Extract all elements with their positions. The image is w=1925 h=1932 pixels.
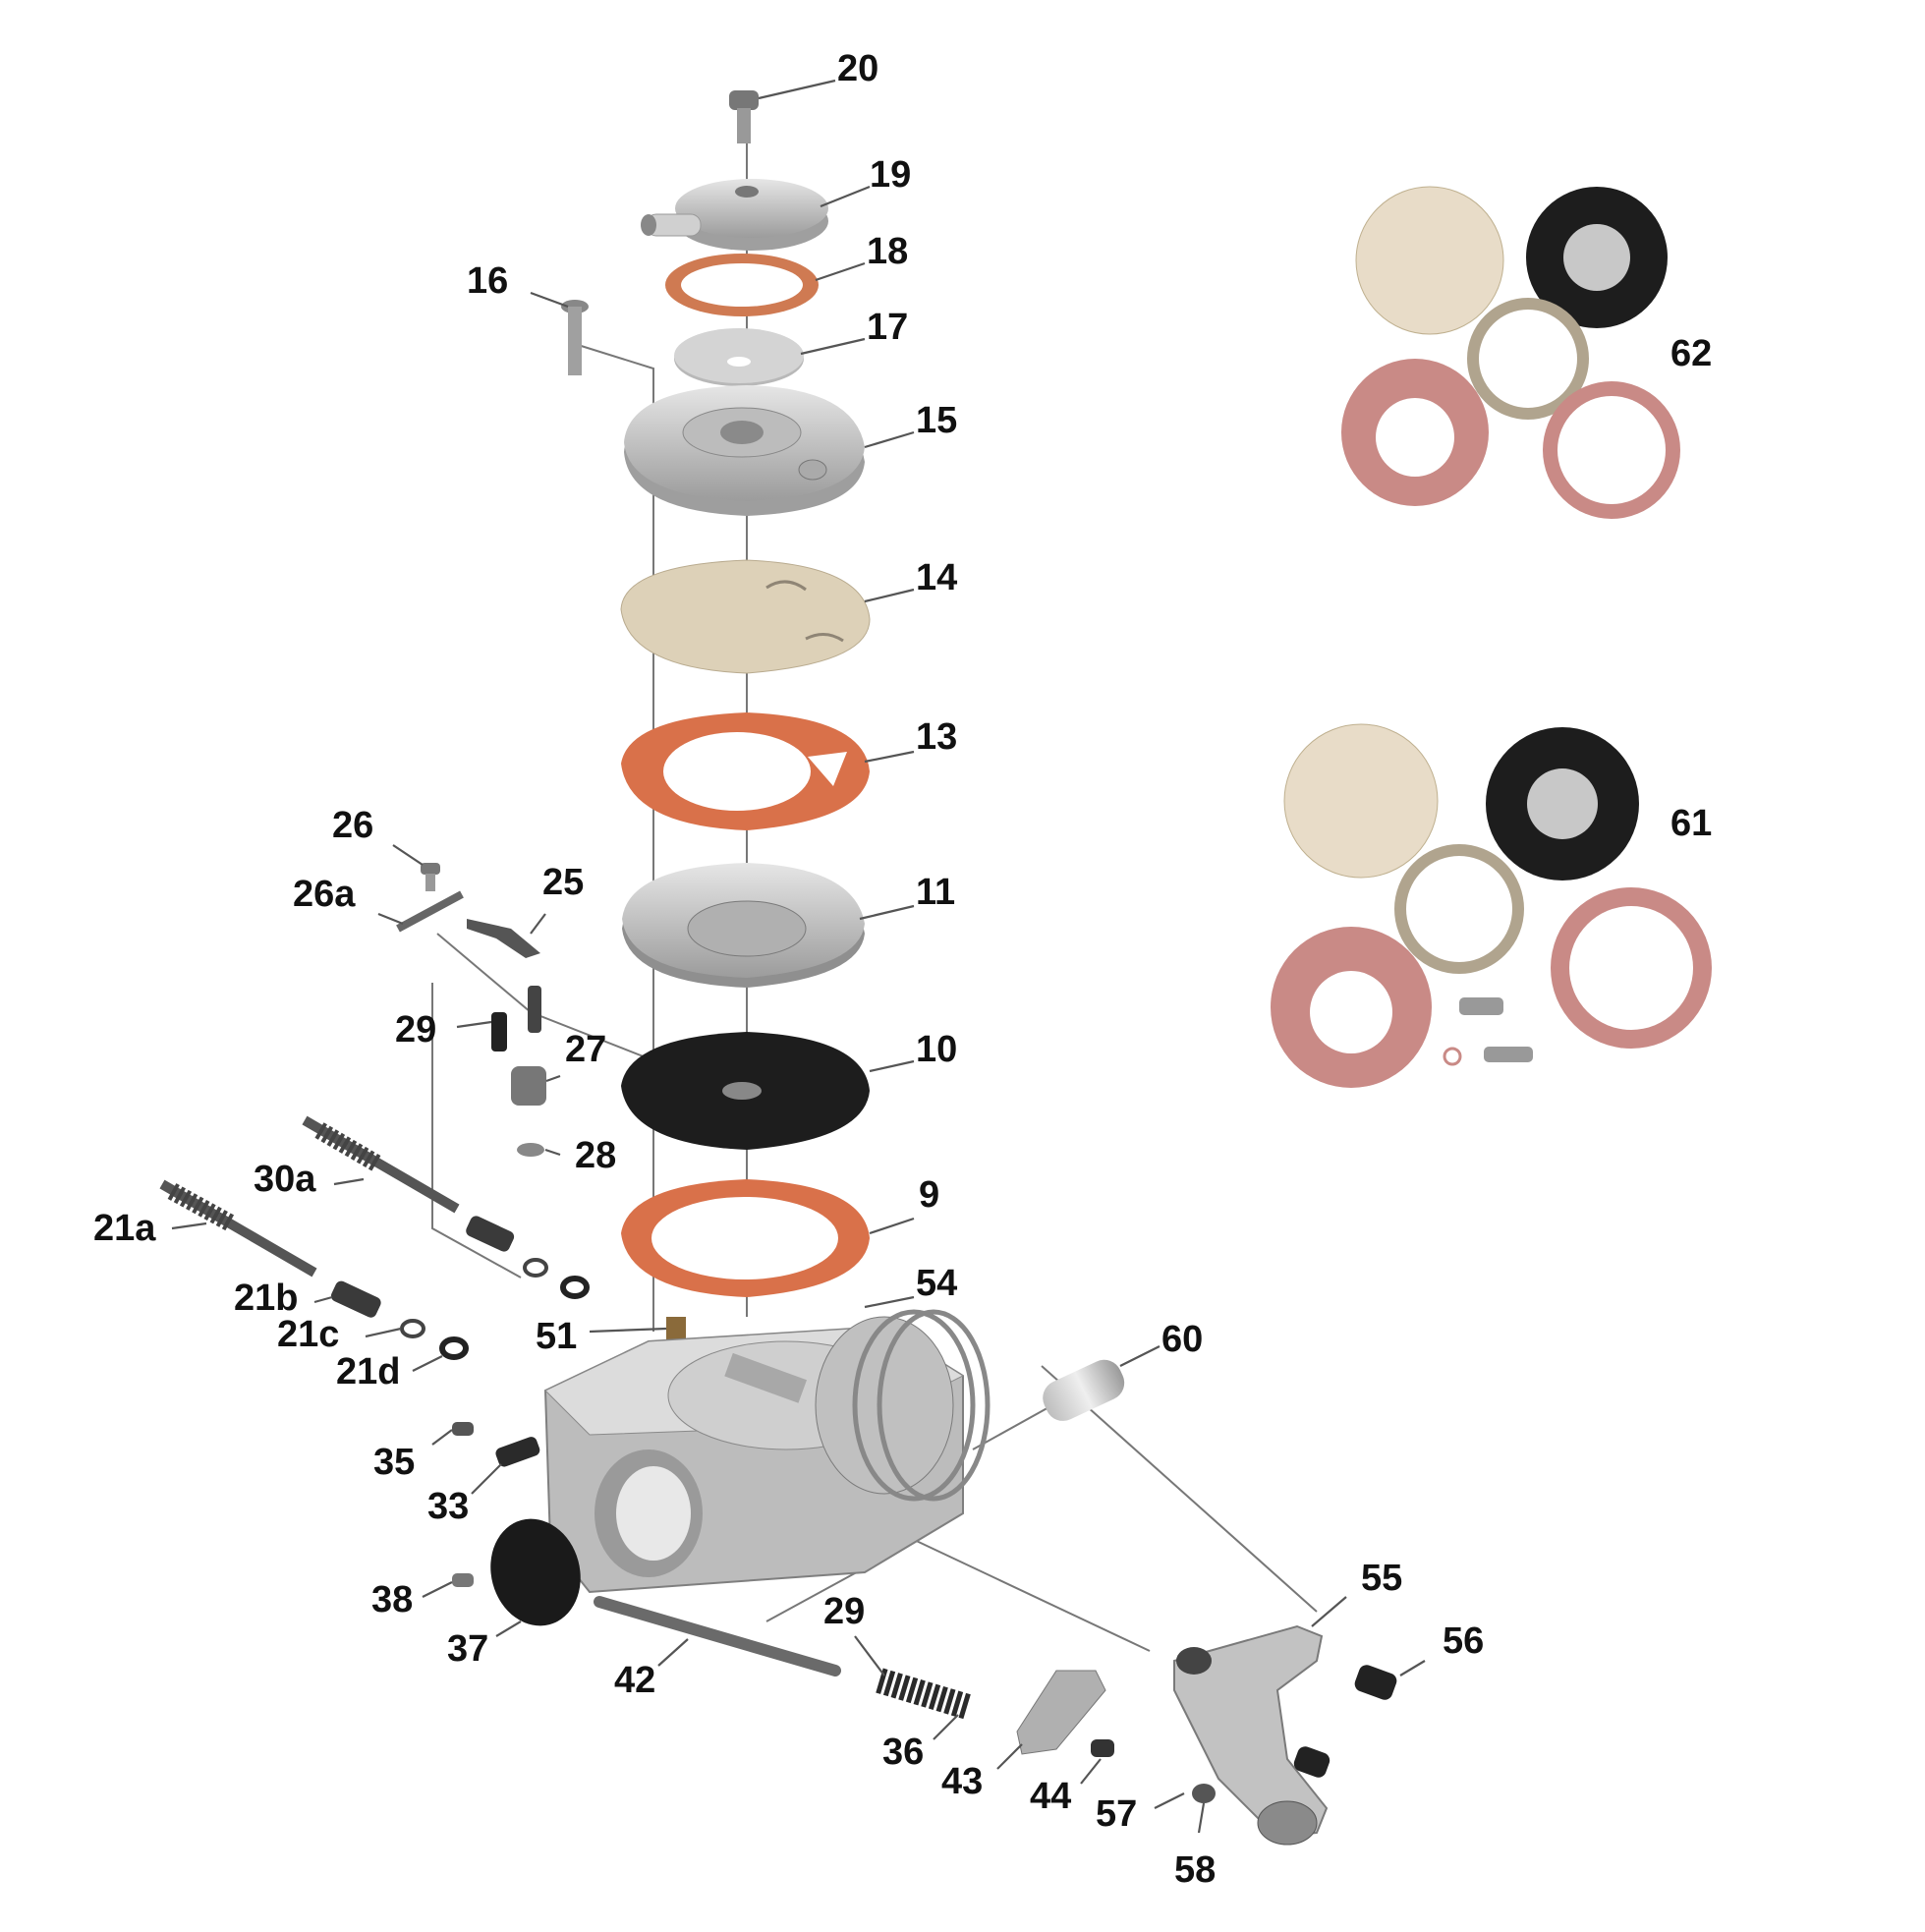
part-30a-needle (302, 1115, 460, 1214)
label-56: 56 (1443, 1620, 1484, 1662)
part-36-spring (876, 1668, 972, 1720)
part-29-spring (491, 1012, 507, 1051)
label-44: 44 (1030, 1776, 1071, 1817)
label-21d: 21d (336, 1351, 400, 1392)
label-20: 20 (837, 48, 878, 89)
label-26a: 26a (293, 874, 356, 915)
label-57: 57 (1096, 1793, 1137, 1835)
part-17-plate (674, 328, 804, 386)
part-51-block (666, 1317, 686, 1344)
part-38-screw (452, 1573, 474, 1587)
label-9: 9 (919, 1174, 939, 1216)
label-38: 38 (371, 1579, 413, 1620)
label-60: 60 (1161, 1319, 1203, 1360)
part-28-washer (517, 1143, 544, 1157)
kit-61-parts (1271, 723, 1712, 1088)
label-55: 55 (1361, 1558, 1402, 1599)
label-25: 25 (542, 862, 584, 903)
label-16: 16 (467, 260, 508, 302)
part-43-lever (1016, 1670, 1106, 1755)
label-54: 54 (916, 1263, 957, 1304)
part-56-screw (1354, 1665, 1397, 1700)
label-42: 42 (614, 1660, 655, 1701)
label-27: 27 (565, 1029, 606, 1070)
part-19-cover (641, 179, 828, 251)
label-11: 11 (916, 872, 955, 913)
label-21c: 21c (277, 1314, 339, 1355)
part-44-screw (1091, 1739, 1114, 1757)
part-13-orange-gasket (621, 712, 870, 830)
label-21a: 21a (93, 1208, 156, 1249)
label-21b: 21b (234, 1278, 298, 1319)
label-35: 35 (373, 1442, 415, 1483)
part-14-tan-gasket (620, 559, 871, 674)
label-36: 36 (882, 1732, 924, 1773)
part-10-diaphragm (621, 1032, 870, 1150)
part-33-spring (495, 1437, 540, 1467)
part-35-screw (452, 1422, 474, 1436)
label-51: 51 (536, 1316, 577, 1357)
part-15-pump-cover (624, 385, 865, 516)
part-58-nut (1192, 1784, 1216, 1803)
label-58: 58 (1174, 1849, 1216, 1891)
leader-lines (171, 79, 1426, 1834)
part-57-screw (1293, 1746, 1331, 1778)
part-21d-ring (439, 1336, 469, 1360)
label-61: 61 (1670, 803, 1712, 844)
part-21c-ring (400, 1319, 425, 1338)
part-37-throttle-plate (490, 1518, 581, 1626)
label-18: 18 (867, 231, 908, 272)
part-25-lever (467, 919, 540, 958)
part-18-ring-gasket (665, 254, 819, 316)
label-62: 62 (1670, 333, 1712, 374)
label-30a: 30a (254, 1159, 316, 1200)
part-27-needle (511, 986, 546, 1106)
label-17: 17 (867, 307, 908, 348)
label-33: 33 (427, 1486, 469, 1527)
part-11-metering-body (622, 863, 865, 988)
part-26-screw (421, 863, 440, 891)
label-13: 13 (916, 716, 957, 758)
label-37: 37 (447, 1628, 488, 1670)
label-26: 26 (332, 805, 373, 846)
label-10: 10 (916, 1029, 957, 1070)
spring-small (466, 1216, 590, 1299)
part-20-screw (729, 90, 759, 143)
part-labels: 20 19 18 17 16 15 14 13 11 10 9 54 60 51… (93, 48, 1712, 1891)
label-19: 19 (870, 154, 911, 196)
carburetor-body (543, 1309, 991, 1594)
part-60-cylinder (1043, 1359, 1125, 1421)
part-42-shaft (594, 1596, 841, 1676)
part-16-screw (561, 300, 589, 375)
part-21b-spring (330, 1280, 381, 1318)
label-43: 43 (941, 1761, 983, 1802)
part-21a-needle (159, 1179, 317, 1278)
part-55-bracket (1173, 1624, 1329, 1846)
part-9-orange-gasket (621, 1179, 870, 1297)
label-15: 15 (916, 400, 957, 441)
kit-62-parts (1341, 186, 1680, 519)
label-14: 14 (916, 557, 957, 598)
label-28: 28 (575, 1135, 616, 1176)
label-29b: 29 (823, 1591, 865, 1632)
label-29a: 29 (395, 1009, 436, 1051)
part-26a-shaft (396, 890, 464, 933)
